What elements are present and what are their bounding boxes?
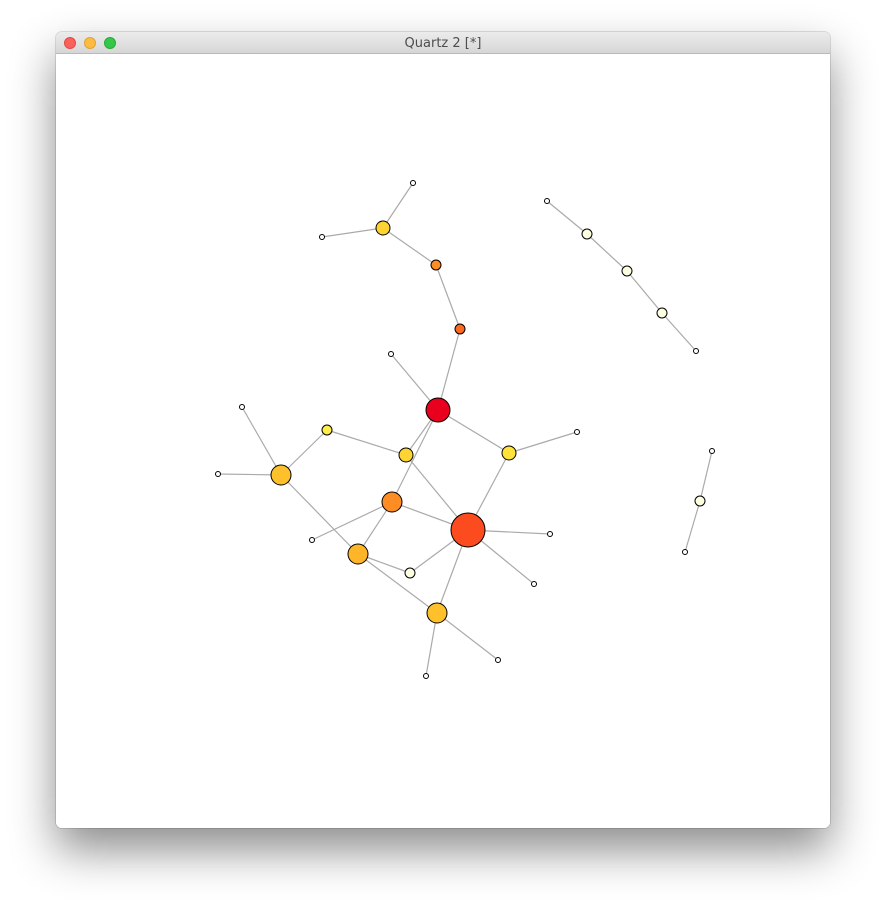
- minimize-window-button[interactable]: [84, 37, 96, 49]
- graph-node-n25: [544, 198, 550, 204]
- graph-edge-n3-n4: [382, 227, 437, 266]
- graph-edge-n31-n32: [684, 500, 701, 553]
- window-titlebar[interactable]: Quartz 2 [*]: [56, 32, 830, 54]
- graph-node-n26: [581, 228, 593, 240]
- graph-node-n20: [404, 567, 416, 579]
- graph-node-n3: [375, 220, 391, 236]
- nodes-layer: [215, 180, 715, 679]
- graph-node-n17: [547, 531, 553, 537]
- graph-node-n15: [381, 491, 403, 513]
- graph-node-n8: [239, 404, 245, 410]
- window-title: Quartz 2 [*]: [404, 36, 482, 51]
- network-graph: [215, 180, 715, 679]
- graph-edge-n7-n15: [391, 409, 439, 503]
- graph-node-n18: [309, 537, 315, 543]
- graph-edge-n28-n29: [661, 312, 697, 352]
- graph-edge-n19-n22: [357, 553, 438, 614]
- graph-node-n24: [423, 673, 429, 679]
- graph-edge-n25-n26: [546, 200, 588, 235]
- close-window-button[interactable]: [64, 37, 76, 49]
- graph-node-n4: [430, 259, 442, 271]
- graph-node-n22: [426, 602, 448, 624]
- graph-edge-n13-n14: [217, 473, 282, 476]
- graph-canvas: [56, 54, 830, 828]
- graph-node-n11: [501, 445, 517, 461]
- graph-node-n28: [656, 307, 668, 319]
- graph-edge-n26-n27: [586, 233, 628, 272]
- graph-edge-n7-n11: [437, 409, 510, 454]
- graph-edge-n9-n14: [280, 429, 328, 476]
- graph-edge-n5-n7: [437, 328, 461, 411]
- graph-edge-n27-n28: [626, 270, 663, 314]
- graph-node-n14: [270, 464, 292, 486]
- graph-edge-n11-n12: [508, 431, 578, 454]
- graph-edge-n22-n24: [425, 612, 438, 677]
- graph-node-n6: [388, 351, 394, 357]
- graph-edge-n1-n3: [382, 182, 414, 229]
- zoom-window-button[interactable]: [104, 37, 116, 49]
- graph-edge-n2-n3: [321, 227, 384, 238]
- graph-node-n30: [709, 448, 715, 454]
- graph-edge-n4-n5: [435, 264, 461, 330]
- graph-edge-n30-n31: [699, 450, 713, 502]
- graph-node-n19: [347, 543, 369, 565]
- graph-node-n23: [495, 657, 501, 663]
- graph-edge-n8-n14: [241, 406, 282, 476]
- graph-node-n27: [621, 265, 633, 277]
- edges-layer: [217, 182, 713, 677]
- graph-node-n29: [693, 348, 699, 354]
- graph-node-n12: [574, 429, 580, 435]
- graph-edge-n14-n19: [280, 474, 359, 555]
- graph-node-n5: [454, 323, 466, 335]
- graph-edge-n9-n10: [326, 429, 407, 456]
- graph-node-n10: [398, 447, 414, 463]
- quartz-window: Quartz 2 [*]: [56, 32, 830, 828]
- graph-node-n9: [321, 424, 333, 436]
- graph-node-n31: [694, 495, 706, 507]
- graph-node-n21: [531, 581, 537, 587]
- graph-node-n1: [410, 180, 416, 186]
- graph-node-n32: [682, 549, 688, 555]
- graph-edge-n15-n18: [311, 501, 393, 541]
- graph-node-n2: [319, 234, 325, 240]
- graph-edge-n22-n23: [436, 612, 499, 661]
- graph-node-n16: [450, 512, 486, 548]
- graph-node-n13: [215, 471, 221, 477]
- graph-node-n7: [425, 397, 451, 423]
